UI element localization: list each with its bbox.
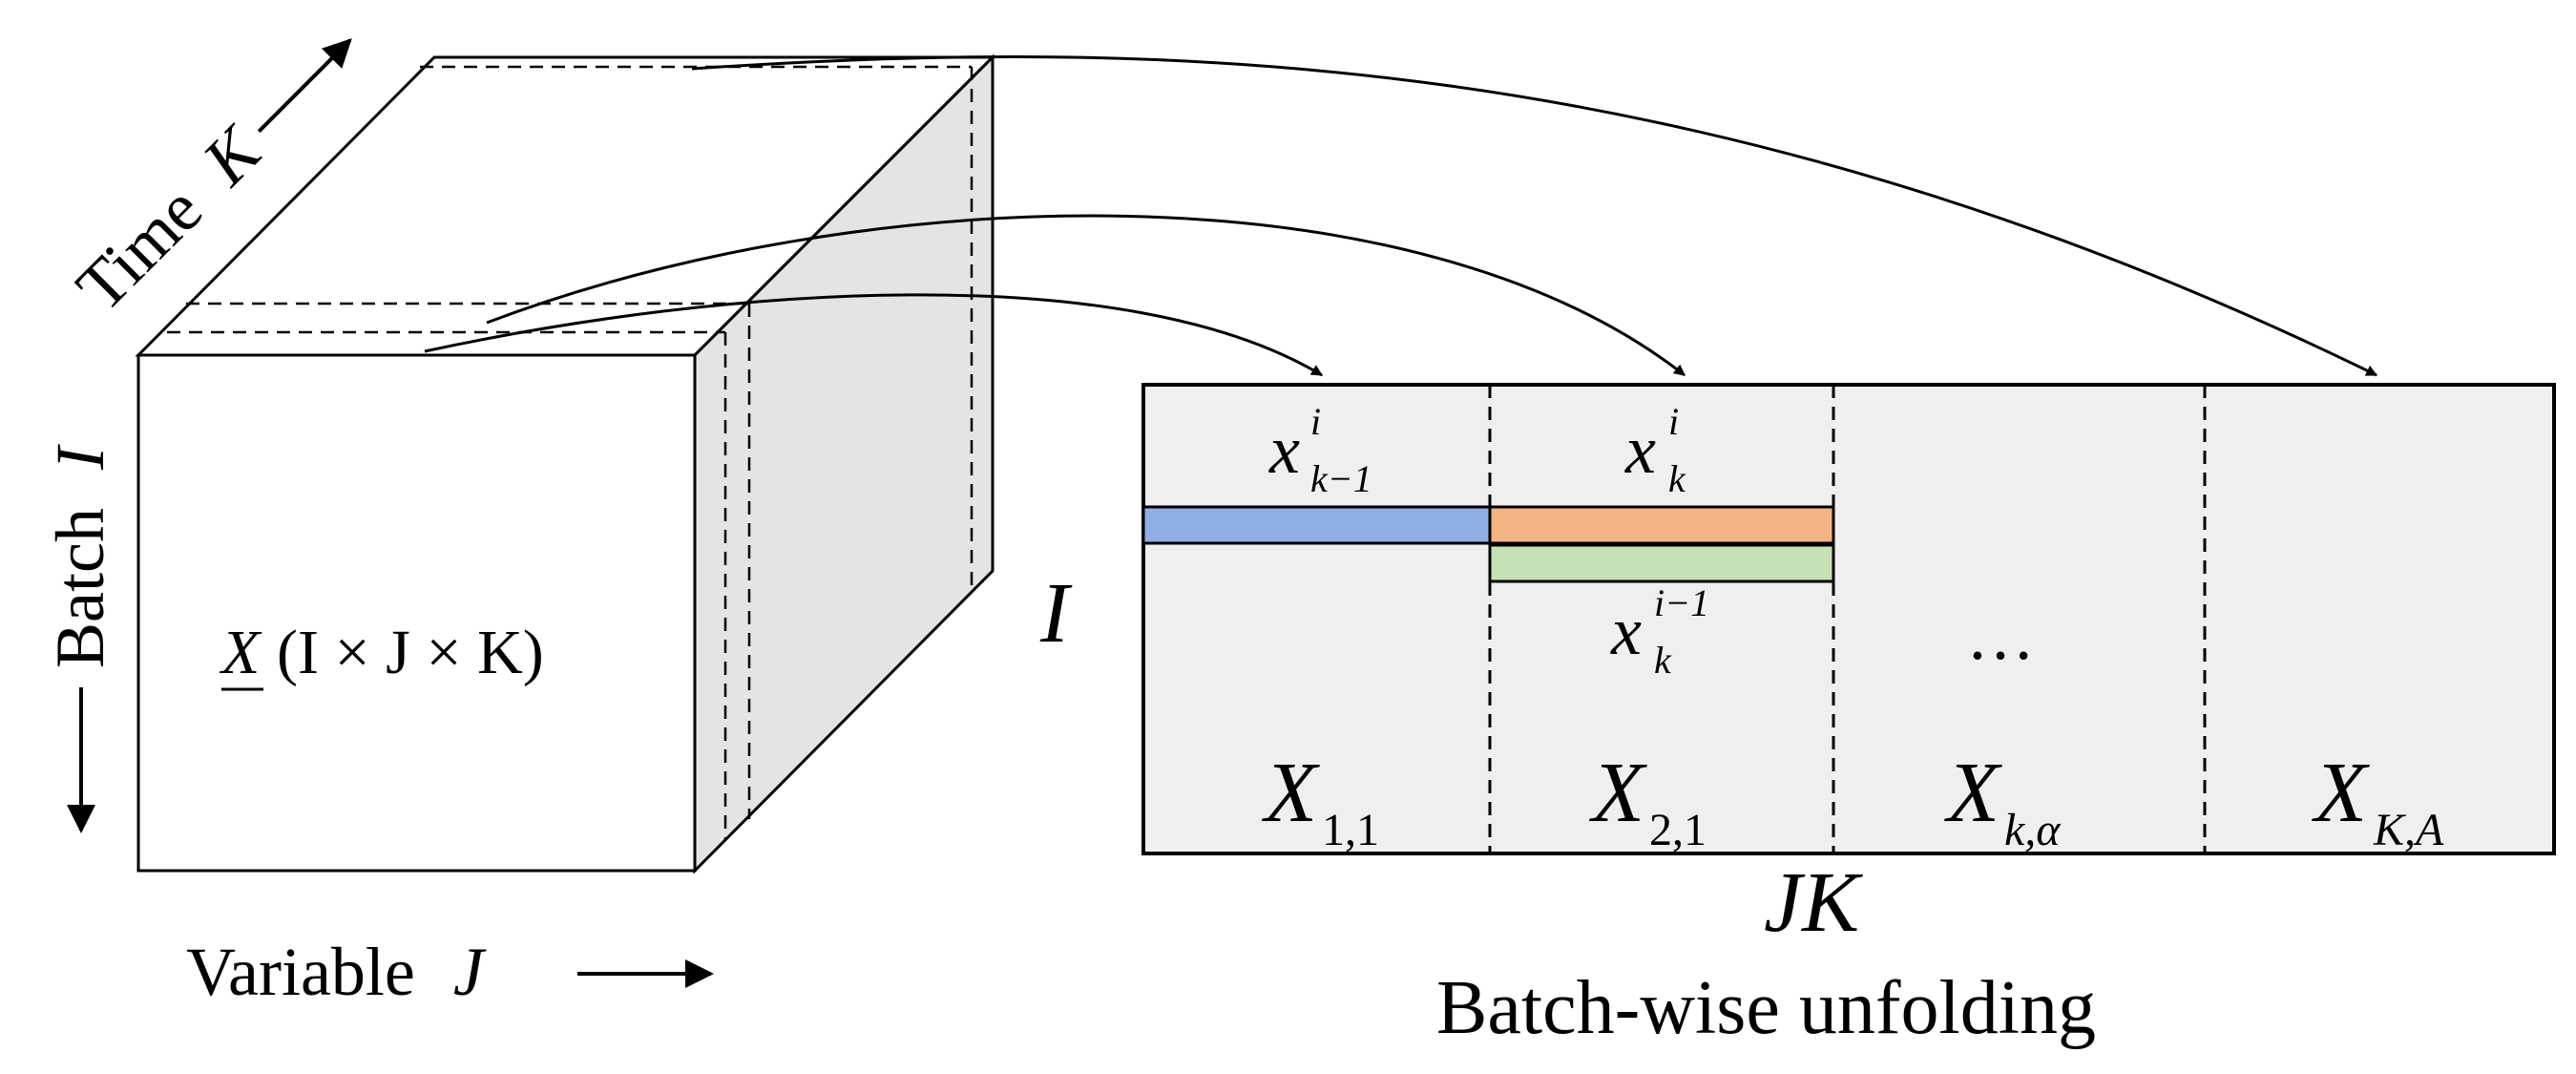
batch-axis-label: Batch <box>42 508 118 668</box>
mapping-arrows <box>424 55 2378 377</box>
batch-axis-var: I <box>42 444 118 471</box>
block-label-2: X 2,1 <box>1589 746 1707 855</box>
block-label-3: X k,α <box>1944 746 2061 855</box>
unfolded-matrix: x i k−1 x i k x i−1 k … X 1,1 X 2,1 X k,… <box>1039 373 2556 1050</box>
variable-axis-label: Variable <box>186 934 415 1010</box>
slice-label-current-time: x i k <box>1624 373 1696 500</box>
time-axis-var: K <box>188 110 278 200</box>
block-label-1: X 1,1 <box>1262 746 1379 855</box>
tensor-dims: (I × J × K) <box>277 618 544 687</box>
matrix-row-label: I <box>1039 566 1073 661</box>
matrix-caption: Batch-wise unfolding <box>1436 966 2096 1050</box>
tensor-symbol: X <box>219 618 262 687</box>
batch-axis: Batch I <box>42 444 118 668</box>
mapping-arrow-1 <box>424 293 1324 377</box>
block-label-4: X K,A <box>2312 746 2444 855</box>
slice-label-prev-batch: x i−1 k <box>1610 555 1727 682</box>
matrix-frame <box>1141 383 2556 855</box>
slice-prev-time <box>1141 505 1492 545</box>
variable-axis-var: J <box>453 934 487 1010</box>
matrix-ellipsis: … <box>1966 598 2035 674</box>
cube-slice-lines <box>167 65 974 840</box>
time-axis-arrow <box>257 38 352 134</box>
matrix-col-label: JK <box>1764 855 1863 950</box>
mapping-arrow-2 <box>486 214 1686 377</box>
slice-prev-batch <box>1488 543 1835 583</box>
matrix-column-dividers <box>1488 385 2207 853</box>
svg-text:Variable J: Variable J <box>186 934 487 1010</box>
svg-text:Batch I: Batch I <box>42 444 118 668</box>
variable-axis: Variable J <box>186 934 714 1010</box>
mapping-arrow-3 <box>691 55 2378 377</box>
slice-label-prev-time: x i k−1 <box>1268 373 1372 500</box>
cube-front-face <box>136 353 697 873</box>
slice-current-time <box>1488 505 1835 545</box>
tensor-cube: X (I × J × K) <box>135 53 996 874</box>
